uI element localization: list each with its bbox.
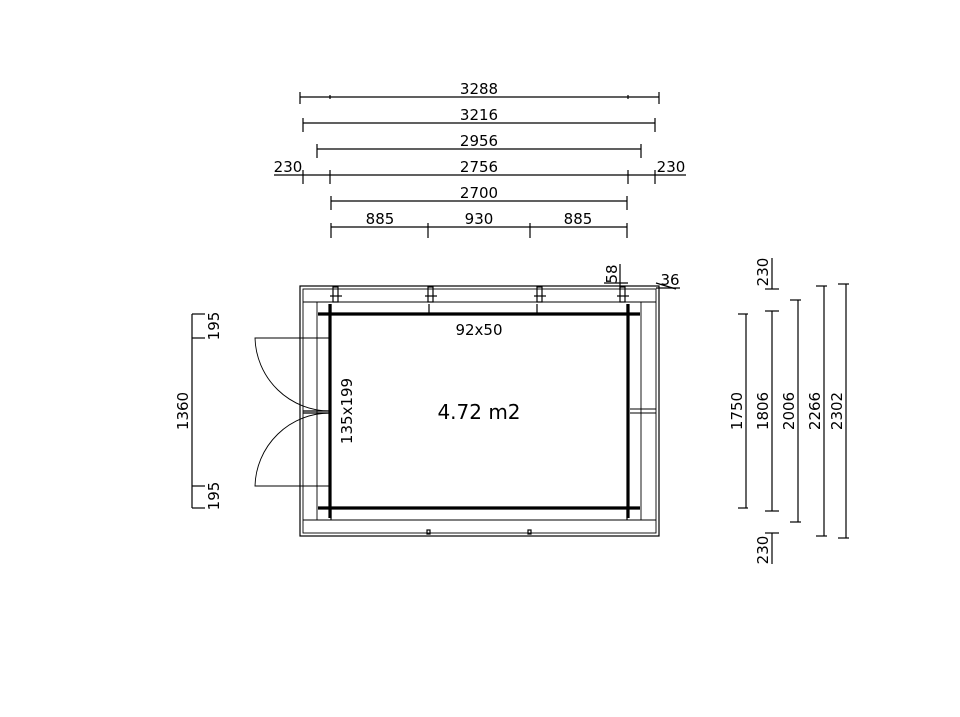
dim-label-195-top: 195 bbox=[205, 312, 223, 341]
dim-label-230-left: 230 bbox=[274, 158, 303, 176]
dim-line-segments bbox=[330, 223, 628, 238]
dim-line-3216 bbox=[302, 118, 656, 132]
dim-label-3216: 3216 bbox=[460, 106, 498, 124]
dim-line-2956 bbox=[316, 144, 642, 158]
dim-label-230-top-right: 230 bbox=[754, 258, 772, 287]
dim-label-2956: 2956 bbox=[460, 132, 498, 150]
right-dimensions bbox=[738, 258, 849, 564]
dim-label-2756: 2756 bbox=[460, 158, 498, 176]
dim-label-58: 58 bbox=[603, 264, 621, 283]
dim-label-1750: 1750 bbox=[728, 392, 746, 430]
dim-label-2266: 2266 bbox=[806, 392, 824, 430]
door-swing bbox=[254, 337, 331, 487]
dim-line-3288 bbox=[299, 92, 660, 104]
dim-label-1806: 1806 bbox=[754, 392, 772, 430]
dim-label-230-right: 230 bbox=[657, 158, 686, 176]
dim-label-885-left: 885 bbox=[366, 210, 395, 228]
area-label: 4.72 m2 bbox=[437, 400, 520, 424]
dim-label-2006: 2006 bbox=[780, 392, 798, 430]
dim-label-230-bottom-right: 230 bbox=[754, 536, 772, 565]
dim-label-2302: 2302 bbox=[828, 392, 846, 430]
dim-label-930: 930 bbox=[465, 210, 494, 228]
dim-label-36: 36 bbox=[660, 271, 679, 289]
dim-label-1360: 1360 bbox=[174, 392, 192, 430]
top-dimensions: 3288 3216 2956 2756 230 230 bbox=[274, 80, 686, 238]
dim-label-3288: 3288 bbox=[460, 80, 498, 98]
beam-size-label: 92x50 bbox=[455, 321, 502, 339]
dim-label-2700: 2700 bbox=[460, 184, 498, 202]
post-size-label: 135x199 bbox=[338, 378, 356, 444]
post-marks bbox=[330, 286, 629, 535]
left-dimensions bbox=[191, 313, 205, 509]
dim-label-195-bottom: 195 bbox=[205, 482, 223, 511]
dim-line-2756 bbox=[274, 170, 686, 184]
dim-label-885-right: 885 bbox=[564, 210, 593, 228]
dim-line-2700 bbox=[330, 196, 628, 210]
